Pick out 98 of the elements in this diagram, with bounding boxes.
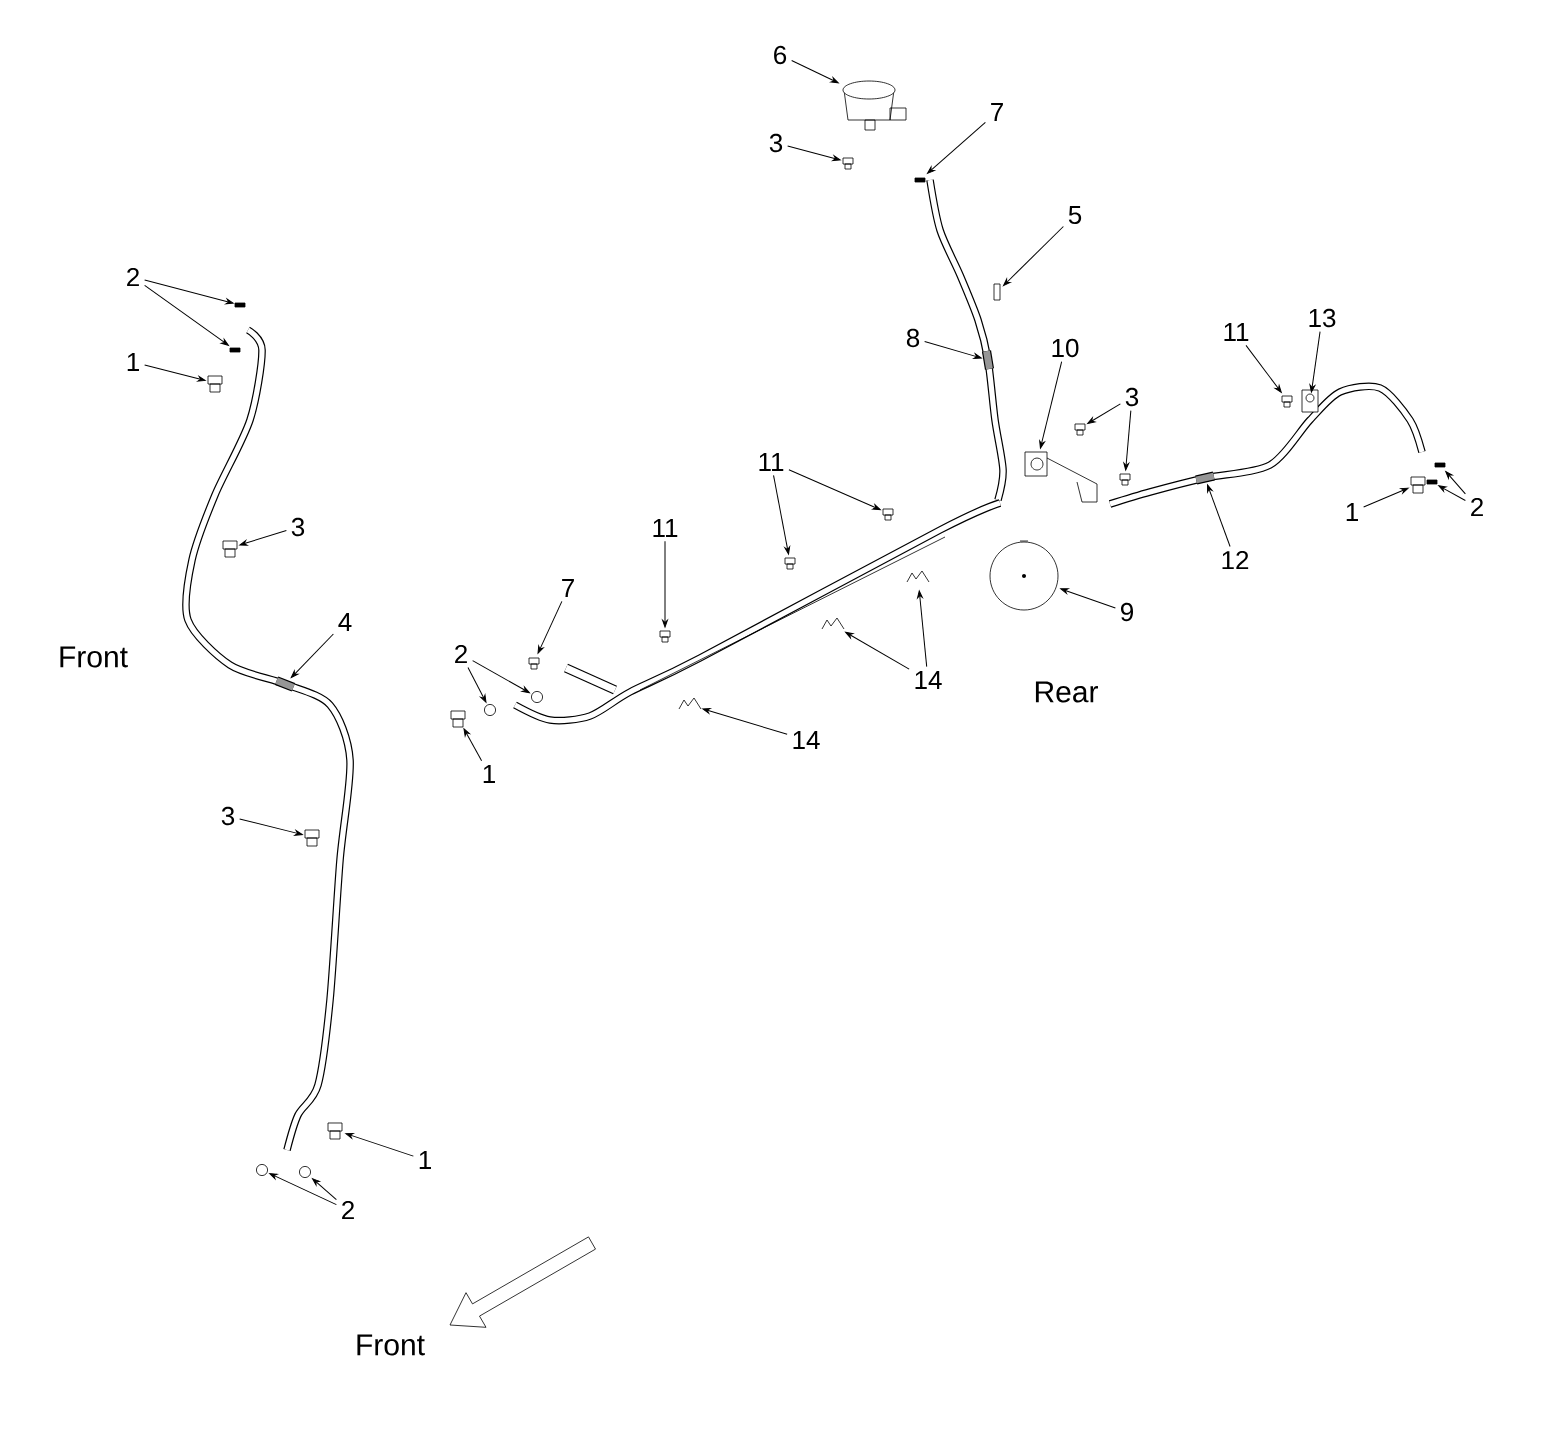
callout-number: 11 [653,519,678,537]
text-label: Front [357,1334,425,1356]
banjo-bolt [1410,476,1426,494]
callout-number: 14 [793,731,820,749]
text-label: Front [60,646,128,668]
leader-line [239,818,303,836]
leader-line [1123,410,1132,471]
callout-number: 2 [455,644,467,664]
nut [528,657,540,670]
brake-hose [1195,471,1215,485]
callout-number: 1 [483,765,495,783]
banjo-bolt [327,1122,343,1140]
leader-line [537,600,563,654]
leader-line [467,667,487,703]
leader-line [463,728,483,762]
o-ring [484,704,496,716]
seal-washer [914,177,926,183]
leader-line [662,540,668,628]
text-label: Rear [1035,681,1098,703]
callout-number: 6 [774,45,787,65]
banjo-bolt [304,829,320,847]
leader-line [239,530,287,546]
leader-line [1438,485,1466,502]
leader-line [1039,361,1063,449]
leader-line [787,145,841,161]
o-ring [299,1166,311,1178]
leader-line [845,631,910,670]
leader-line [1445,471,1466,495]
leader-line [144,284,229,346]
leader-line [1060,588,1116,609]
callout-number: 8 [906,328,920,348]
callout-number: 3 [769,133,783,153]
leader-line [927,121,986,174]
banjo-bolt [450,710,466,728]
callout-number: 13 [1309,308,1336,328]
leader-line [1245,344,1282,393]
leader-line [269,1173,337,1206]
hose-clip [678,697,702,710]
reservoir [842,80,907,131]
leader-line [788,469,881,511]
callout-number: 4 [338,613,352,631]
o-ring [531,691,543,703]
callout-number: 3 [291,517,305,537]
leader-line [1363,487,1409,508]
callout-number: 7 [562,579,574,597]
callout-number: 2 [1471,497,1483,517]
leader-line [917,590,928,668]
nut [882,508,894,521]
nut [842,157,854,170]
callout-number: 3 [1125,387,1139,407]
nut [1074,423,1086,436]
leader-line [144,364,206,382]
leader-line [1087,403,1121,424]
callout-number: 1 [419,1151,431,1169]
leader-line [290,633,334,678]
banjo-bolt [207,375,223,393]
callout-number: 14 [915,671,942,689]
seal-washer [229,347,241,353]
leader-line [924,340,982,359]
hose-clip [1301,389,1319,413]
nut [1281,395,1293,408]
leader-line [702,708,788,735]
callout-number: 11 [1224,323,1249,341]
brake-hose [981,350,995,370]
hose-clip [821,617,845,630]
leader-line [345,1133,414,1157]
leader-line [472,660,530,694]
seal-washer [1434,462,1446,468]
leader-line [773,474,791,555]
bleeder-screw [993,283,1001,301]
leader-line [1207,484,1231,548]
leader-line [144,279,234,305]
cover [989,540,1059,611]
callout-number: 11 [759,453,784,471]
callout-number: 7 [991,103,1003,121]
brake-hose [274,676,296,692]
leader-line [1309,331,1321,393]
leader-line [791,60,839,84]
leader-line [1003,226,1064,287]
nut [659,630,671,643]
callout-number: 1 [1346,503,1358,521]
o-ring [256,1164,268,1176]
callout-number: 9 [1121,602,1133,622]
seal-washer [234,302,246,308]
nut [1119,473,1131,486]
callout-number: 12 [1222,550,1249,570]
leader-line [312,1178,337,1201]
bracket [1024,451,1098,503]
hose-clip [906,570,930,583]
callout-number: 5 [1068,205,1082,225]
banjo-bolt [222,540,238,558]
callout-number: 10 [1052,338,1079,358]
callout-number: 2 [127,267,139,287]
seal-washer [1426,479,1438,485]
nut [784,557,796,570]
callout-number: 1 [127,353,139,371]
callout-number: 2 [342,1200,354,1220]
callout-number: 3 [221,806,235,826]
